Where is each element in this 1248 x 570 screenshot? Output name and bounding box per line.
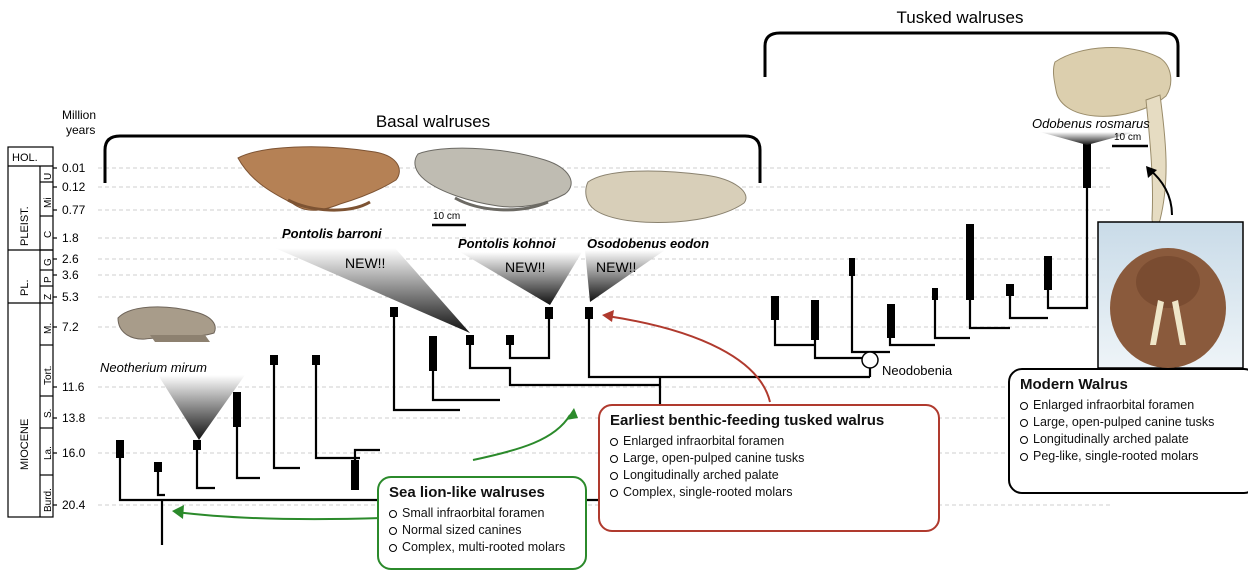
sealion-trait: Small infraorbital foramen (389, 505, 575, 522)
stage-label: G (43, 258, 54, 266)
modern-trait: Large, open-pulped canine tusks (1020, 414, 1246, 431)
modern-trait: Peg-like, single-rooted molars (1020, 448, 1246, 465)
stage-label: Tort. (43, 366, 54, 385)
neodobenia-label: Neodobenia (882, 363, 953, 378)
new-tag: NEW!! (596, 259, 636, 275)
modern-box-title: Modern Walrus (1020, 376, 1246, 393)
age-label: 3.6 (62, 268, 79, 282)
eodon-label: Osodobenus eodon (587, 236, 709, 251)
epoch-miocene: MIOCENE (19, 419, 31, 470)
basal-walruses-label: Basal walruses (376, 112, 490, 131)
age-label: 13.8 (62, 411, 86, 425)
scale-bar-left: 10 cm (432, 211, 466, 225)
kohnoi-skull-image (415, 148, 571, 210)
svg-text:10 cm: 10 cm (1114, 132, 1141, 143)
age-label: 11.6 (62, 380, 85, 394)
neotherium-label: Neotherium mirum (100, 360, 207, 375)
stage-label: U (43, 173, 54, 180)
new-tag: NEW!! (505, 259, 545, 275)
age-label: 7.2 (62, 320, 79, 334)
benthic-trait: Large, open-pulped canine tusks (610, 450, 928, 467)
neotherium-skull-image (118, 307, 215, 342)
age-label: 5.3 (62, 290, 79, 304)
eodon-skull-image (586, 171, 746, 223)
age-label: 0.77 (62, 203, 86, 217)
age-label: 0.01 (62, 161, 86, 175)
age-label: 16.0 (62, 446, 86, 460)
age-label: 0.12 (62, 180, 86, 194)
benthic-walrus-box: Earliest benthic-feeding tusked walrus E… (598, 404, 940, 532)
stage-label: S. (43, 409, 54, 418)
benthic-trait: Complex, single-rooted molars (610, 484, 928, 501)
scale-header-1: Million (62, 108, 96, 122)
modern-walrus-box: Modern Walrus Enlarged infraorbital fora… (1008, 368, 1248, 494)
stage-label: La. (43, 446, 54, 460)
age-label: 2.6 (62, 252, 79, 266)
sealion-trait: Normal sized canines (389, 522, 575, 539)
age-label: 20.4 (62, 498, 86, 512)
sealion-box-title: Sea lion-like walruses (389, 484, 575, 501)
modern-trait: Longitudinally arched palate (1020, 431, 1246, 448)
neodobenia-node (862, 352, 878, 368)
stage-label: Z (43, 294, 54, 300)
benthic-trait: Longitudinally arched palate (610, 467, 928, 484)
stage-label: C (43, 231, 54, 238)
stage-label: Burd. (43, 488, 54, 512)
svg-text:10 cm: 10 cm (433, 211, 460, 222)
stage-label: Mi (43, 197, 54, 208)
epoch-pliocene: PL. (19, 279, 31, 296)
epoch-holocene: HOL. (12, 152, 38, 164)
kohnoi-label: Pontolis kohnoi (458, 236, 556, 251)
tusked-walruses-label: Tusked walruses (897, 8, 1024, 27)
scale-header-2: years (66, 123, 95, 137)
stage-label: M. (43, 323, 54, 334)
scale-bar-right: 10 cm (1112, 132, 1148, 146)
barroni-skull-image (238, 147, 399, 210)
age-label: 1.8 (62, 231, 79, 245)
new-tag: NEW!! (345, 255, 385, 271)
modern-trait: Enlarged infraorbital foramen (1020, 397, 1246, 414)
sealion-walruses-box: Sea lion-like walruses Small infraorbita… (377, 476, 587, 570)
walrus-photo (1098, 222, 1243, 368)
benthic-trait: Enlarged infraorbital foramen (610, 433, 928, 450)
benthic-box-title: Earliest benthic-feeding tusked walrus (610, 412, 928, 429)
barroni-label: Pontolis barroni (282, 226, 382, 241)
sealion-trait: Complex, multi-rooted molars (389, 539, 575, 556)
epoch-pleistocene: PLEIST. (19, 206, 31, 246)
stage-label: P (43, 276, 54, 283)
rosmarus-label: Odobenus rosmarus (1032, 116, 1150, 131)
